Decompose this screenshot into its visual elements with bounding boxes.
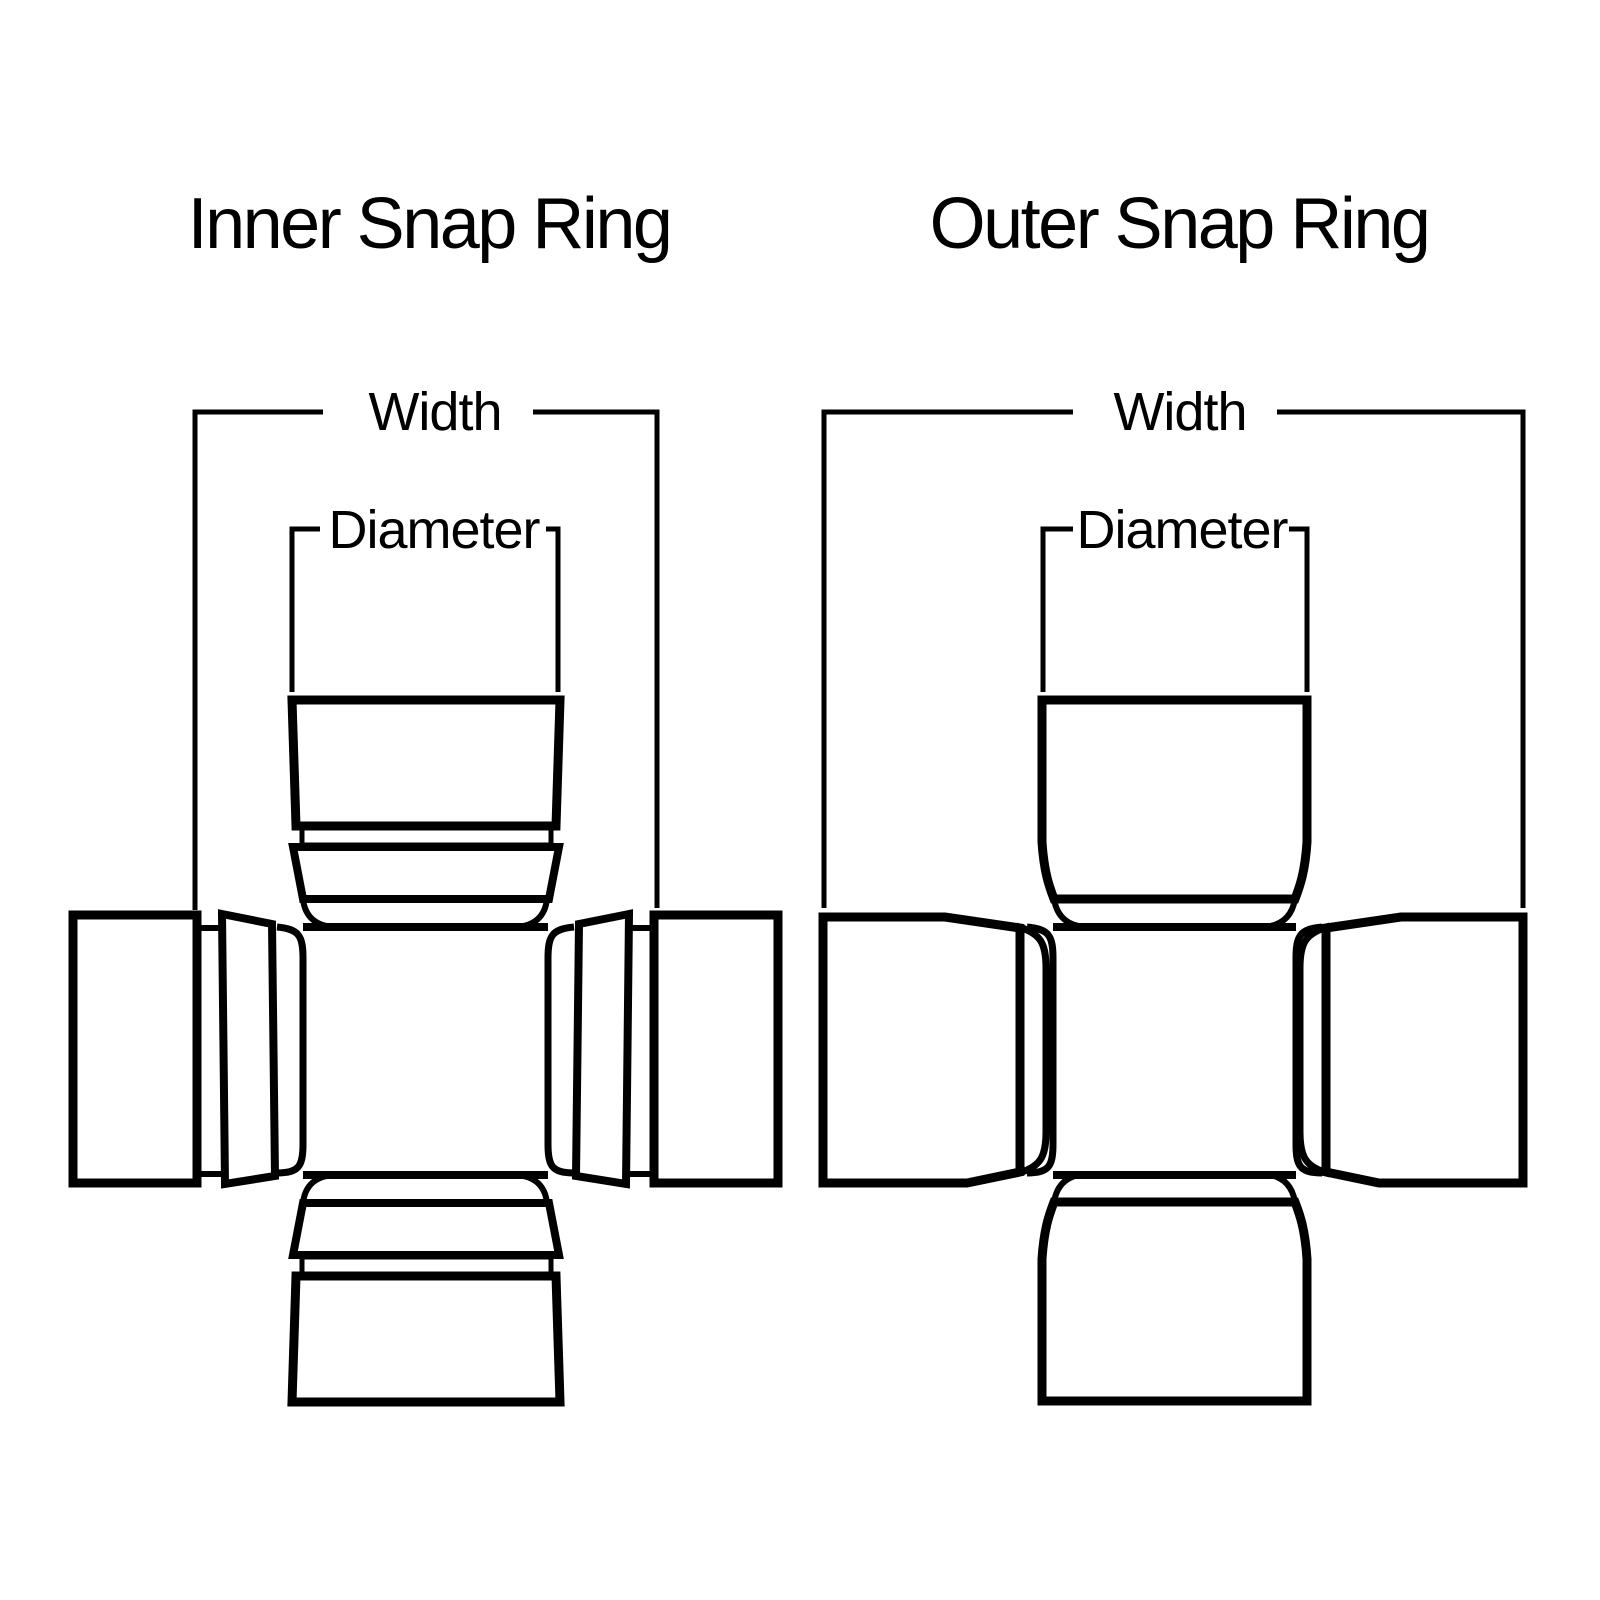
outer-snap-ring-diagram: Outer Snap Ring Width Diameter bbox=[818, 184, 1528, 1406]
outer-right-bearing-cap bbox=[1321, 912, 1528, 1188]
inner-snap-ring-diagram: Inner Snap Ring Width Diameter bbox=[68, 184, 783, 1407]
outer-width-dimension: Width bbox=[821, 382, 1526, 908]
outer-ujoint-drawing bbox=[818, 695, 1528, 1406]
outer-width-bracket-right-line bbox=[1277, 409, 1526, 908]
outer-diameter-label: Diameter bbox=[1076, 500, 1288, 560]
inner-body-left-edge bbox=[276, 923, 307, 1177]
inner-top-seal-flare bbox=[288, 843, 564, 903]
inner-width-bracket-right-line bbox=[533, 409, 660, 908]
inner-top-bearing-cap bbox=[287, 695, 565, 831]
inner-diameter-dimension: Diameter bbox=[289, 500, 561, 692]
inner-bottom-dome bbox=[300, 1172, 550, 1206]
inner-bottom-seal-flare bbox=[288, 1199, 564, 1259]
inner-left-seal-plate bbox=[217, 909, 280, 1189]
inner-right-connector-band bbox=[629, 925, 654, 1177]
inner-diameter-bracket-left-line bbox=[289, 526, 320, 692]
outer-width-label: Width bbox=[1113, 382, 1246, 442]
inner-diagram-title: Inner Snap Ring bbox=[188, 184, 671, 264]
outer-diameter-dimension: Diameter bbox=[1040, 500, 1310, 692]
outer-body-right-edge bbox=[1292, 923, 1323, 1177]
inner-diameter-bracket-right-line bbox=[546, 526, 561, 692]
inner-bottom-bearing-cap bbox=[287, 1271, 565, 1407]
inner-right-seal-plate bbox=[571, 909, 634, 1189]
outer-diameter-bracket-right-line bbox=[1289, 526, 1310, 692]
inner-left-bearing-cap bbox=[68, 910, 202, 1188]
inner-bottom-snap-ring-groove bbox=[299, 1254, 554, 1276]
inner-width-label: Width bbox=[368, 382, 501, 442]
inner-right-bearing-cap bbox=[649, 910, 783, 1188]
inner-width-dimension: Width bbox=[192, 382, 660, 910]
outer-right-seal-lip bbox=[1296, 922, 1332, 1178]
outer-bottom-bearing-cap bbox=[1037, 1197, 1312, 1406]
outer-left-seal-lip bbox=[1014, 922, 1050, 1178]
outer-width-bracket-left-line bbox=[821, 409, 1073, 908]
inner-body-right-edge bbox=[544, 923, 575, 1177]
outer-bottom-dome bbox=[1051, 1171, 1298, 1203]
outer-body-left-edge bbox=[1026, 923, 1057, 1177]
inner-diameter-label: Diameter bbox=[328, 500, 540, 560]
outer-left-bearing-cap bbox=[818, 912, 1025, 1188]
outer-diagram-title: Outer Snap Ring bbox=[930, 184, 1429, 264]
inner-width-bracket-left-line bbox=[192, 409, 323, 910]
outer-top-bearing-cap bbox=[1037, 695, 1312, 904]
inner-left-connector-band bbox=[197, 925, 222, 1177]
outer-diameter-bracket-left-line bbox=[1040, 526, 1073, 692]
inner-top-dome bbox=[300, 898, 550, 930]
inner-ujoint-drawing bbox=[68, 695, 783, 1407]
